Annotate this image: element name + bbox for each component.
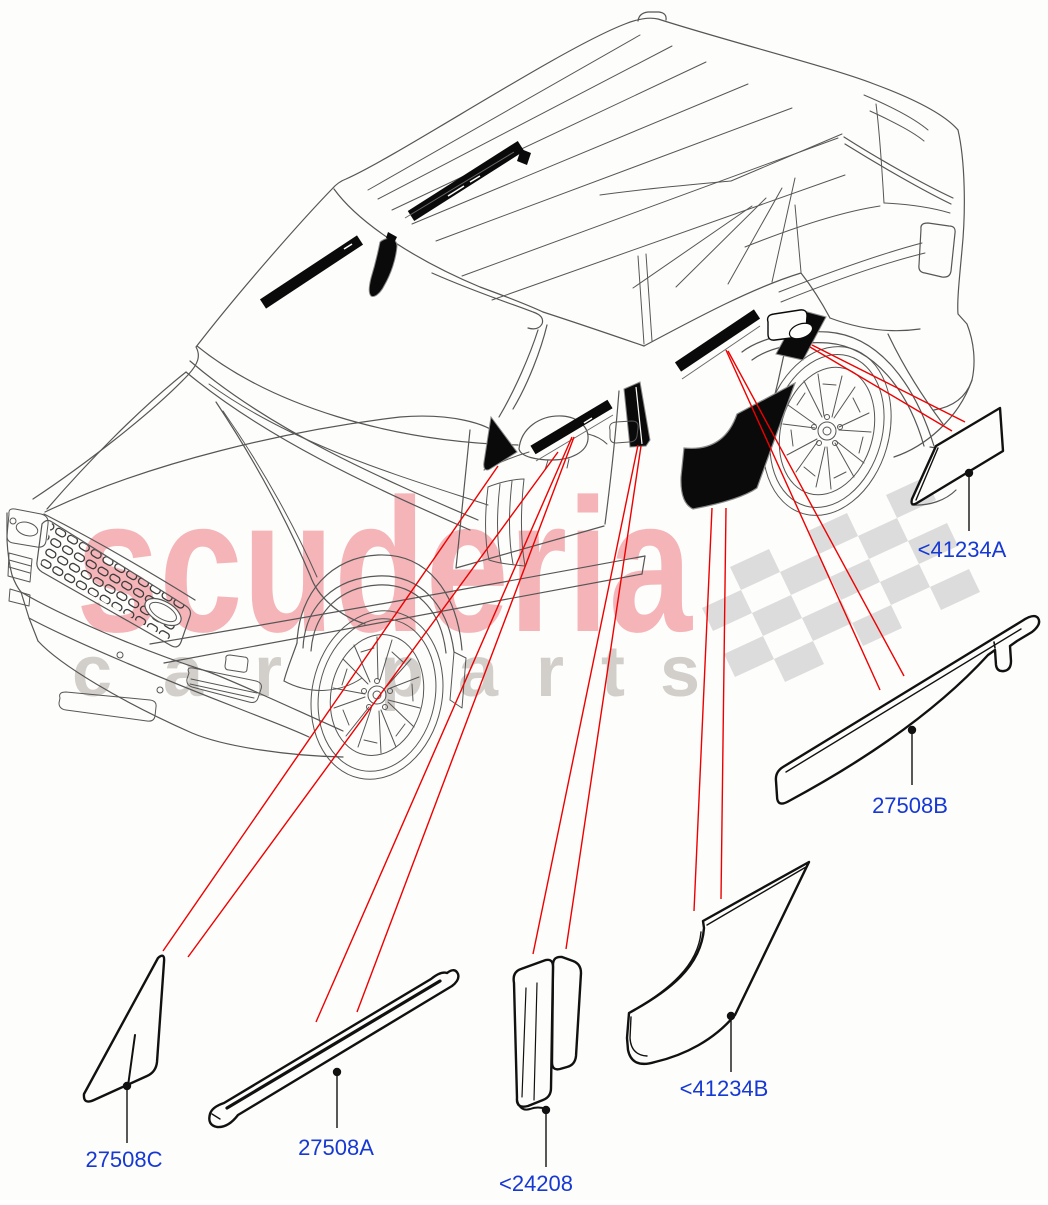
svg-text:<24208: <24208: [499, 1171, 573, 1196]
svg-text:t: t: [601, 632, 625, 712]
svg-text:a: a: [458, 632, 499, 712]
svg-text:<41234A: <41234A: [918, 537, 1007, 562]
svg-text:27508C: 27508C: [85, 1147, 162, 1172]
svg-text:c: c: [72, 632, 112, 712]
svg-text:27508B: 27508B: [872, 793, 948, 818]
svg-text:27508A: 27508A: [298, 1135, 374, 1160]
svg-text:s: s: [660, 632, 700, 712]
svg-text:r: r: [536, 632, 564, 712]
svg-text:<41234B: <41234B: [680, 1076, 769, 1101]
